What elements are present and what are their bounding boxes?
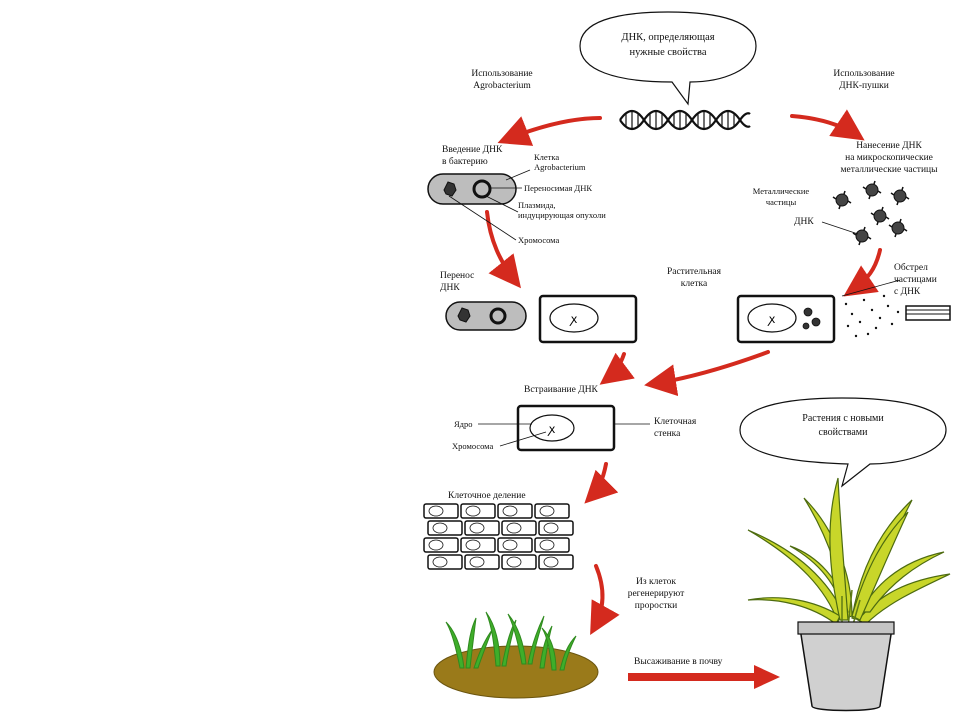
agrobacterium-method-line1: Использование (471, 69, 533, 79)
svg-text:ꭗ: ꭗ (547, 422, 556, 436)
dividing-cell-nucleus (543, 522, 559, 534)
coating-line1: Нанесение ДНК (856, 141, 922, 151)
dividing-cell-nucleus (502, 505, 518, 517)
plant-cell-right: ꭗ (736, 294, 836, 344)
arrow-left-cell-down (599, 352, 635, 385)
gene-gun-method-line2: ДНК-пушки (839, 81, 889, 91)
svg-text:ꭗ: ꭗ (767, 312, 776, 326)
dividing-cell-nucleus (469, 522, 485, 534)
dna-speech-bubble (579, 11, 757, 106)
arrow-integration-down (584, 462, 619, 504)
coating-line2: на микроскопические (845, 153, 933, 163)
regeneration-line3: проростки (634, 601, 678, 611)
dividing-cell-nucleus (428, 505, 444, 517)
metal-particles-label: Металлические частицы (744, 186, 818, 208)
agrobacterium-method-line2: Agrobacterium (473, 81, 531, 91)
cell-division-label: Клеточное деление (448, 491, 526, 501)
transfer-dna-line2: ДНК (440, 283, 460, 293)
intro-dna-label: Введение ДНК в бактерию (442, 144, 502, 168)
gene-gun-method-line1: Использование (833, 69, 895, 79)
gene-gun-method-label: Использование ДНК-пушки (822, 68, 906, 92)
plant-cell-line1: Растительная (666, 267, 722, 277)
regeneration-line2: регенерируют (627, 589, 685, 599)
plasmid-label: Плазмида, индуцирующая опухоли (518, 200, 606, 220)
transferred-dna-label: Переносимая ДНК (524, 183, 592, 193)
integration-cell: ꭗ (478, 404, 650, 452)
transfer-dna-label: Перенос ДНК (440, 270, 474, 294)
dividing-cell-nucleus (432, 556, 448, 568)
regeneration-line1: Из клеток (636, 577, 676, 587)
plant-speech-bubble (739, 397, 947, 488)
dna-small-label: ДНК (794, 217, 814, 227)
plant-cell-line2: клетка (680, 279, 708, 289)
dividing-cell-nucleus (469, 556, 485, 568)
intro-dna-line2: в бактерию (442, 157, 488, 167)
agrobacterium-cell-label: Клетка Agrobacterium (534, 152, 585, 172)
shelling-line3: с ДНК (894, 287, 921, 297)
dividing-cell-nucleus (465, 505, 481, 517)
agro-cell-line1: Клетка (534, 152, 560, 162)
dna-helix-icon (619, 109, 751, 131)
shelling-line2: частицами (894, 275, 937, 285)
dividing-cell-nucleus (506, 522, 522, 534)
cell-division-grid (423, 503, 574, 570)
shelling-line1: Обстрел (894, 263, 928, 273)
dividing-cell-nucleus (506, 556, 522, 568)
metal-particles (821, 180, 910, 246)
flow-arrows (485, 109, 882, 635)
chromosome-label-top: Хромосома (518, 235, 560, 245)
dividing-cell-nucleus (428, 539, 444, 551)
integration-label: Встраивание ДНК (524, 385, 598, 395)
cell-wall-label: Клеточная стенка (654, 416, 696, 440)
metal-particles-line1: Металлические (752, 186, 810, 196)
shelling-label: Обстрел частицами с ДНК (894, 262, 937, 298)
plasmid-line2: индуцирующая опухоли (518, 210, 606, 220)
dna-bubble-text: ДНК, определяющая нужные свойства (612, 30, 724, 60)
dividing-cell-nucleus (539, 539, 555, 551)
regeneration-label: Из клеток регенерируют проростки (616, 576, 696, 612)
agrobacterium-method-label: Использование Agrobacterium (460, 68, 544, 92)
agrobacterium-cell (427, 169, 531, 241)
nucleus-label: Ядро (454, 419, 473, 429)
coating-label: Нанесение ДНК на микроскопические металл… (824, 140, 954, 176)
dna-bubble-line1: ДНК, определяющая (621, 32, 715, 43)
planting-arrow (628, 665, 780, 689)
planting-label: Высаживание в почву (634, 657, 723, 667)
plant-cell-label: Растительная клетка (654, 266, 734, 290)
coating-line3: металлические частицы (840, 165, 938, 175)
arrow-to-agrobacterium (497, 116, 602, 146)
arrow-division-down (590, 564, 620, 635)
dividing-cell-nucleus (465, 539, 481, 551)
plasmid-line1: Плазмида, (518, 200, 556, 210)
arrow-right-cell-down (644, 350, 770, 397)
intro-dna-line1: Введение ДНК (442, 145, 503, 155)
arrow-bacterium-down (485, 210, 521, 289)
arrow-particles-down (843, 248, 882, 297)
plant-cell-left: ꭗ (538, 294, 638, 344)
agrobacterium-transfer (445, 301, 527, 331)
svg-text:ꭗ: ꭗ (569, 312, 578, 326)
plant-bubble-line1: Растения с новыми (802, 413, 884, 424)
dividing-cell-nucleus (432, 522, 448, 534)
soil-with-sprouts (433, 611, 599, 699)
arrow-to-gene-gun (790, 109, 865, 141)
chromosome-label-bottom: Хромосома (452, 441, 494, 451)
plant-bubble-line2: свойствами (818, 427, 868, 438)
cell-wall-line2: стенка (654, 429, 681, 439)
dividing-cell-nucleus (502, 539, 518, 551)
gene-gun-spray (841, 279, 951, 338)
dividing-cell-nucleus (539, 505, 555, 517)
transfer-dna-line1: Перенос (440, 271, 475, 281)
dna-bubble-line2: нужные свойства (629, 47, 707, 58)
dividing-cell-nucleus (543, 556, 559, 568)
potted-plant (747, 477, 951, 712)
metal-particles-line2: частицы (765, 197, 797, 207)
plant-bubble-text: Растения с новыми свойствами (768, 412, 918, 440)
cell-wall-line1: Клеточная (654, 417, 697, 427)
agro-cell-line2: Agrobacterium (534, 162, 586, 172)
